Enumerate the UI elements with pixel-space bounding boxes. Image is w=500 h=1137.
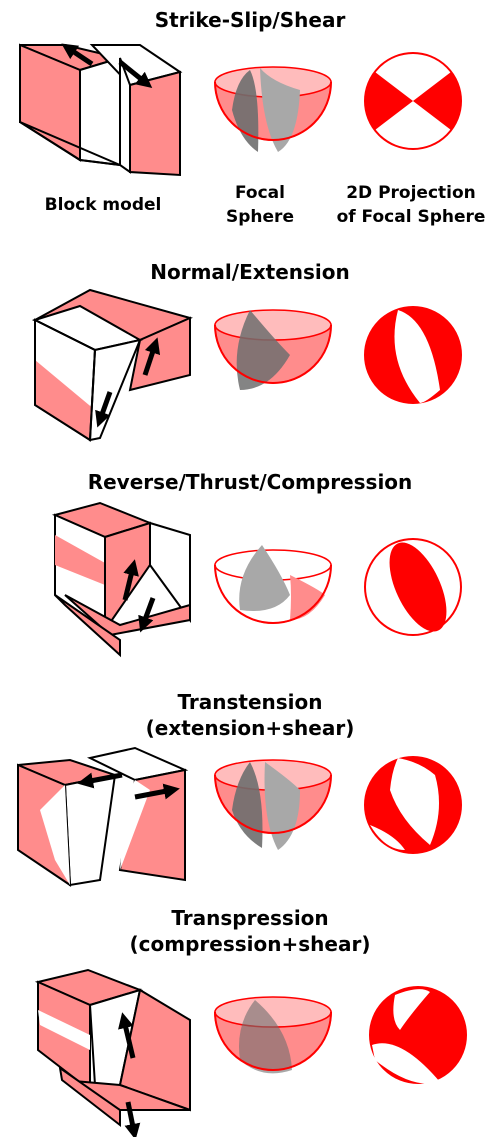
title-transpression-line1: Transpression	[171, 906, 329, 930]
focal-sphere-reverse	[214, 545, 332, 624]
block-model-transtension	[17, 746, 189, 887]
beachball-normal	[364, 306, 462, 404]
focal-sphere-transtension	[214, 759, 332, 850]
block-model-strike-slip	[19, 43, 183, 177]
focal-sphere-transpression	[214, 996, 332, 1074]
slip-arrow-icon	[124, 1101, 141, 1137]
label-projection-line1: 2D Projection	[346, 183, 476, 203]
title-strike-slip: Strike-Slip/Shear	[154, 8, 346, 32]
slip-arrow-icon	[134, 783, 180, 800]
title-reverse: Reverse/Thrust/Compression	[87, 470, 413, 494]
row-transpression	[34, 968, 467, 1137]
row-transtension	[17, 746, 462, 887]
label-block-model: Block model	[44, 195, 162, 215]
row-normal	[32, 288, 462, 442]
title-transpression-line2: (compression+shear)	[129, 932, 371, 956]
slip-arrow-icon	[138, 597, 156, 633]
row-strike-slip	[19, 43, 462, 177]
focal-sphere-normal	[214, 309, 332, 390]
slip-arrow-icon	[142, 337, 161, 376]
slip-arrow-icon	[77, 772, 123, 789]
beachball-transpression	[369, 986, 467, 1084]
title-transtension-line2: (extension+shear)	[145, 716, 355, 740]
slip-arrow-icon	[118, 1012, 136, 1059]
title-normal: Normal/Extension	[150, 260, 350, 284]
focal-sphere-strike-slip	[214, 66, 332, 152]
beachball-transtension	[364, 756, 462, 854]
slip-arrow-icon	[118, 60, 153, 89]
label-projection-line2: of Focal Sphere	[336, 207, 486, 227]
label-focal-line2: Sphere	[226, 207, 294, 227]
block-model-reverse	[51, 501, 191, 658]
beachball-strike-slip	[364, 52, 462, 150]
title-transtension-line1: Transtension	[177, 690, 323, 714]
row-reverse	[51, 501, 462, 658]
slip-arrow-icon	[122, 559, 139, 601]
slip-arrow-icon	[95, 391, 113, 428]
label-focal-line1: Focal	[235, 183, 285, 203]
slip-arrow-icon	[61, 43, 94, 67]
beachball-reverse	[364, 538, 462, 636]
block-model-transpression	[34, 968, 191, 1137]
block-model-normal	[32, 288, 193, 442]
